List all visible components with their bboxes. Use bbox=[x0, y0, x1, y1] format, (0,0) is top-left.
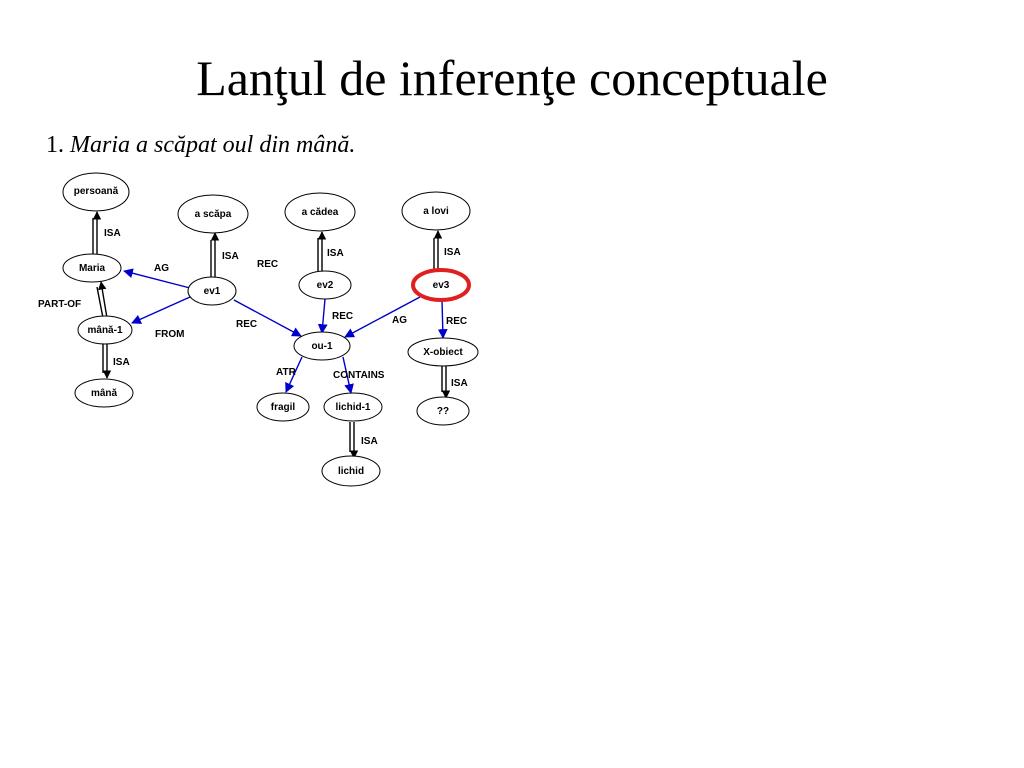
edge-rec-ev1-ou1 bbox=[233, 299, 302, 337]
node-a-scapa-label: a scăpa bbox=[195, 209, 232, 220]
edge-labels: ISA PART-OF ISA AG FROM ISA REC REC ISA … bbox=[38, 228, 468, 447]
node-mana-label: mână bbox=[91, 388, 118, 399]
label-isa-lichid: ISA bbox=[361, 436, 378, 447]
node-ev2: ev2 bbox=[298, 270, 352, 300]
label-rec-ev3: REC bbox=[446, 316, 467, 327]
node-ou1: ou-1 bbox=[293, 331, 351, 361]
node-ev3-label: ev3 bbox=[433, 280, 450, 291]
label-contains: CONTAINS bbox=[333, 370, 385, 381]
node-unknown-label: ?? bbox=[437, 406, 449, 417]
node-ev1-label: ev1 bbox=[204, 286, 221, 297]
node-maria-label: Maria bbox=[79, 263, 106, 274]
node-fragil-label: fragil bbox=[271, 402, 296, 413]
sentence-text: Maria a scăpat oul din mână. bbox=[70, 132, 356, 158]
label-isa-a-scapa: ISA bbox=[222, 251, 239, 262]
node-lichid-label: lichid bbox=[338, 466, 364, 477]
edge-contains-ou1-lichid1 bbox=[342, 356, 354, 394]
node-a-lovi: a lovi bbox=[401, 191, 471, 231]
node-mana: mână bbox=[74, 378, 134, 408]
node-ou1-label: ou-1 bbox=[311, 341, 333, 352]
label-isa-a-lovi: ISA bbox=[444, 247, 461, 258]
label-isa-mana: ISA bbox=[113, 357, 130, 368]
node-ev2-label: ev2 bbox=[317, 280, 334, 291]
relation-edges bbox=[123, 268, 448, 394]
edge-from-ev1-mana1 bbox=[131, 296, 191, 324]
node-ev1: ev1 bbox=[187, 276, 237, 306]
label-rec-ev2-ou: REC bbox=[332, 311, 353, 322]
ev3-highlight-ring bbox=[411, 268, 471, 302]
label-from-mana: FROM bbox=[155, 329, 184, 340]
node-persoana: persoană bbox=[62, 172, 130, 212]
node-lichid: lichid bbox=[321, 455, 381, 487]
node-maria: Maria bbox=[62, 253, 122, 283]
label-part-of: PART-OF bbox=[38, 299, 81, 310]
label-isa-a-cadea: ISA bbox=[327, 248, 344, 259]
edge-ag-ev1-maria bbox=[123, 268, 191, 289]
node-ev3: ev3 bbox=[411, 268, 471, 302]
slide-title: Lanţul de inferenţe conceptuale bbox=[196, 50, 828, 106]
edge-atr-ou1-fragil bbox=[285, 356, 303, 393]
node-a-lovi-label: a lovi bbox=[423, 206, 449, 217]
node-a-cadea-label: a cădea bbox=[302, 207, 339, 218]
isa-edges bbox=[92, 211, 451, 459]
node-a-cadea: a cădea bbox=[284, 192, 356, 232]
edge-partof-mana1-maria-2 bbox=[98, 281, 108, 319]
node-mana1-label: mână-1 bbox=[87, 325, 122, 336]
node-unknown: ?? bbox=[416, 396, 470, 426]
edge-partof-mana1-maria bbox=[96, 286, 104, 319]
label-isa-persoana: ISA bbox=[104, 228, 121, 239]
edge-rec-ev3-xobiect bbox=[437, 299, 448, 339]
node-lichid1-label: lichid-1 bbox=[335, 402, 370, 413]
label-rec-ev1-ev2: REC bbox=[257, 259, 278, 270]
edge-rec-ev2-ou1 bbox=[317, 298, 328, 334]
label-ag-maria: AG bbox=[154, 263, 169, 274]
label-ag-ev3: AG bbox=[392, 315, 407, 326]
node-fragil: fragil bbox=[256, 392, 310, 422]
example-sentence: 1. Maria a scăpat oul din mână. bbox=[46, 130, 355, 160]
node-mana1: mână-1 bbox=[77, 315, 133, 345]
label-rec-ev1-ou: REC bbox=[236, 319, 257, 330]
sentence-number: 1. bbox=[46, 132, 64, 158]
node-persoana-label: persoană bbox=[74, 186, 119, 197]
label-atr: ATR bbox=[276, 367, 297, 378]
node-a-scapa: a scăpa bbox=[177, 194, 249, 234]
node-x-obiect: X-obiect bbox=[407, 337, 479, 367]
node-lichid1: lichid-1 bbox=[323, 392, 383, 422]
nodes: persoană Maria mână-1 mână a scăpa ev1 a… bbox=[62, 172, 479, 487]
node-x-obiect-label: X-obiect bbox=[423, 347, 463, 358]
edge-ag-ev3-ou1 bbox=[344, 296, 421, 338]
label-isa-x-obiect: ISA bbox=[451, 378, 468, 389]
